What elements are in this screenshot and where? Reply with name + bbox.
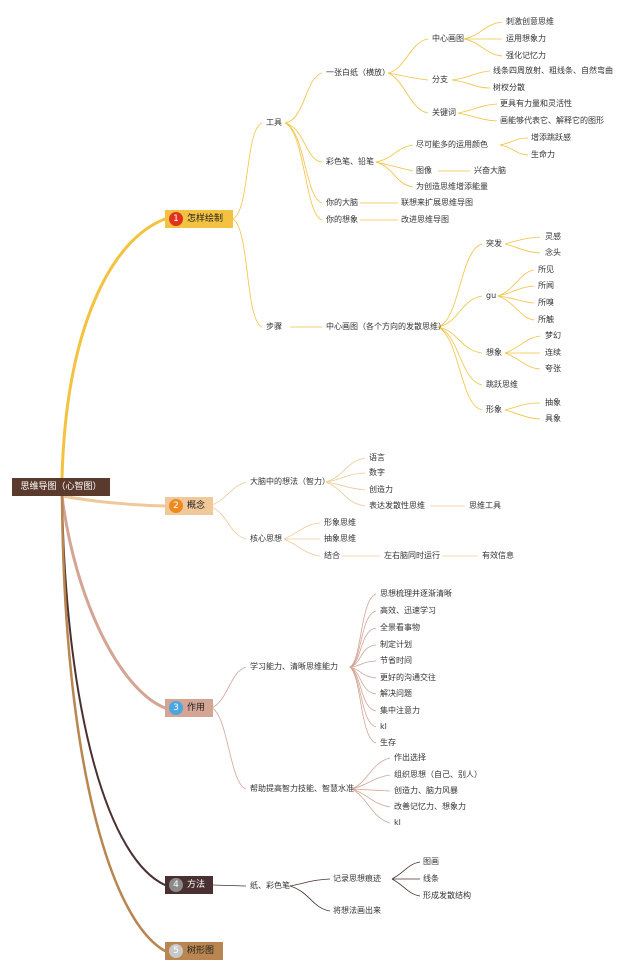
node-learn-2[interactable]: 高效、迅速学习	[380, 606, 436, 615]
node-think-2[interactable]: 连续	[545, 348, 561, 357]
node-learn-8[interactable]: 集中注意力	[380, 706, 420, 715]
node-burst-2[interactable]: 念头	[545, 248, 561, 257]
node-learn-6[interactable]: 更好的沟通交往	[380, 673, 436, 682]
node-pen[interactable]: 彩色笔、铅笔	[326, 157, 374, 166]
node-branch[interactable]: 分支	[432, 75, 448, 84]
node-paper[interactable]: 一张白纸（横放）	[326, 68, 390, 77]
node-draw[interactable]: 将想法画出来	[333, 906, 381, 915]
node-learn-7[interactable]: 解决问题	[380, 689, 412, 698]
node-brain-extend[interactable]: 联想来扩展思维导图	[401, 198, 473, 207]
node-center-2[interactable]: 运用想象力	[506, 34, 546, 43]
node-think-1[interactable]: 梦幻	[545, 331, 561, 340]
node-record-1[interactable]: 图画	[423, 857, 439, 866]
node-gu-4[interactable]: 所触	[538, 315, 554, 324]
node-core-1[interactable]: 形象思维	[324, 518, 356, 527]
node-jump[interactable]: 跳跃思维	[486, 380, 518, 389]
node-learn[interactable]: 学习能力、清晰思维能力	[250, 662, 338, 671]
node-learn-1[interactable]: 思想梳理并逐渐清晰	[380, 589, 452, 598]
node-think-image[interactable]: 想象	[486, 348, 502, 357]
node-shape-1[interactable]: 抽象	[545, 398, 561, 407]
node-core-3[interactable]: 结合	[324, 551, 340, 560]
node-center-1[interactable]: 刺激创意思维	[506, 17, 554, 26]
node-learn-9[interactable]: kl	[380, 722, 387, 731]
branch-node-function[interactable]: 3 作用	[165, 699, 213, 717]
node-record-2[interactable]: 线条	[423, 874, 439, 883]
branch-label: 概念	[187, 501, 206, 511]
number-badge: 5	[169, 944, 183, 958]
node-core-3b[interactable]: 有效信息	[482, 551, 514, 560]
node-gu-1[interactable]: 所见	[538, 265, 554, 274]
node-core-3a[interactable]: 左右脑同时运行	[384, 551, 440, 560]
node-imagine-improve[interactable]: 改进思维导图	[401, 215, 449, 224]
node-keyword[interactable]: 关键词	[432, 108, 456, 117]
node-learn-4[interactable]: 制定计划	[380, 640, 412, 649]
node-gu-2[interactable]: 所闻	[538, 281, 554, 290]
node-center-3[interactable]: 强化记忆力	[506, 51, 546, 60]
node-step-center[interactable]: 中心画图（各个方向的发散思维）	[326, 322, 446, 331]
node-idea-4[interactable]: 表达发散性思维	[369, 501, 425, 510]
branch-node-concept[interactable]: 2 概念	[165, 497, 213, 515]
node-color-2[interactable]: 生命力	[531, 150, 555, 159]
node-idea-3[interactable]: 创造力	[369, 485, 393, 494]
node-learn-3[interactable]: 全景看事物	[380, 623, 420, 632]
node-keyword-2[interactable]: 画能够代表它、解释它的图形	[500, 116, 604, 125]
node-method-tool[interactable]: 纸、彩色笔	[250, 881, 290, 890]
node-color[interactable]: 尽可能多的运用颜色	[416, 140, 488, 149]
node-record[interactable]: 记录思想痕迹	[333, 874, 381, 883]
node-brain[interactable]: 你的大脑	[326, 198, 358, 207]
node-idea[interactable]: 大脑中的想法（智力）	[250, 477, 330, 486]
node-branch-1[interactable]: 线条四周放射、粗线条、自然弯曲	[493, 66, 613, 75]
node-imagine[interactable]: 你的想象	[326, 215, 358, 224]
number-badge: 1	[169, 212, 183, 226]
node-image[interactable]: 图像	[416, 166, 432, 175]
node-idea-4-tool[interactable]: 思维工具	[469, 501, 501, 510]
branch-label: 怎样绘制	[187, 214, 224, 224]
node-shape-2[interactable]: 具象	[545, 414, 561, 423]
node-core-2[interactable]: 抽象思维	[324, 534, 356, 543]
number-badge: 3	[169, 701, 183, 715]
node-think-3[interactable]: 夸张	[545, 364, 561, 373]
node-help-4[interactable]: 改善记忆力、想象力	[394, 802, 466, 811]
node-center[interactable]: 中心画图	[432, 34, 464, 43]
node-shape[interactable]: 形象	[486, 405, 502, 414]
node-excite[interactable]: 兴奋大脑	[474, 166, 506, 175]
node-learn-5[interactable]: 节省时间	[380, 656, 412, 665]
branch-label: 树形图	[187, 946, 215, 956]
node-help-2[interactable]: 组织思想（自己、别人）	[394, 770, 482, 779]
branch-node-tree[interactable]: 5 树形图	[165, 942, 223, 960]
node-tool[interactable]: 工具	[266, 118, 282, 127]
node-idea-2[interactable]: 数字	[369, 468, 385, 477]
number-badge: 2	[169, 499, 183, 513]
node-burst-1[interactable]: 灵感	[545, 232, 561, 241]
node-idea-1[interactable]: 语言	[369, 453, 385, 462]
node-branch-2[interactable]: 树杈分散	[493, 83, 525, 92]
node-burst[interactable]: 突发	[486, 239, 502, 248]
branch-node-how-to-draw[interactable]: 1 怎样绘制	[165, 210, 233, 228]
node-keyword-1[interactable]: 更具有力量和灵活性	[500, 99, 572, 108]
node-step[interactable]: 步骤	[266, 322, 282, 331]
branch-label: 作用	[187, 703, 206, 713]
branch-node-method[interactable]: 4 方法	[165, 876, 213, 894]
node-color-1[interactable]: 增添跳跃感	[531, 133, 571, 142]
node-gu[interactable]: gu	[486, 291, 497, 300]
node-add-energy[interactable]: 为创造思维增添能量	[416, 182, 488, 191]
node-help-3[interactable]: 创造力、脑力风暴	[394, 786, 458, 795]
root-node[interactable]: 思维导图（心智图）	[12, 478, 110, 496]
branch-label: 方法	[187, 880, 206, 890]
node-help-5[interactable]: kl	[394, 818, 401, 827]
node-gu-3[interactable]: 所嗅	[538, 298, 554, 307]
node-learn-10[interactable]: 生存	[380, 738, 396, 747]
node-core[interactable]: 核心思想	[250, 534, 282, 543]
node-help-1[interactable]: 作出选择	[394, 753, 426, 762]
node-record-3[interactable]: 形成发散结构	[423, 891, 471, 900]
number-badge: 4	[169, 878, 183, 892]
node-help[interactable]: 帮助提高智力技能、智慧水准	[250, 784, 354, 793]
